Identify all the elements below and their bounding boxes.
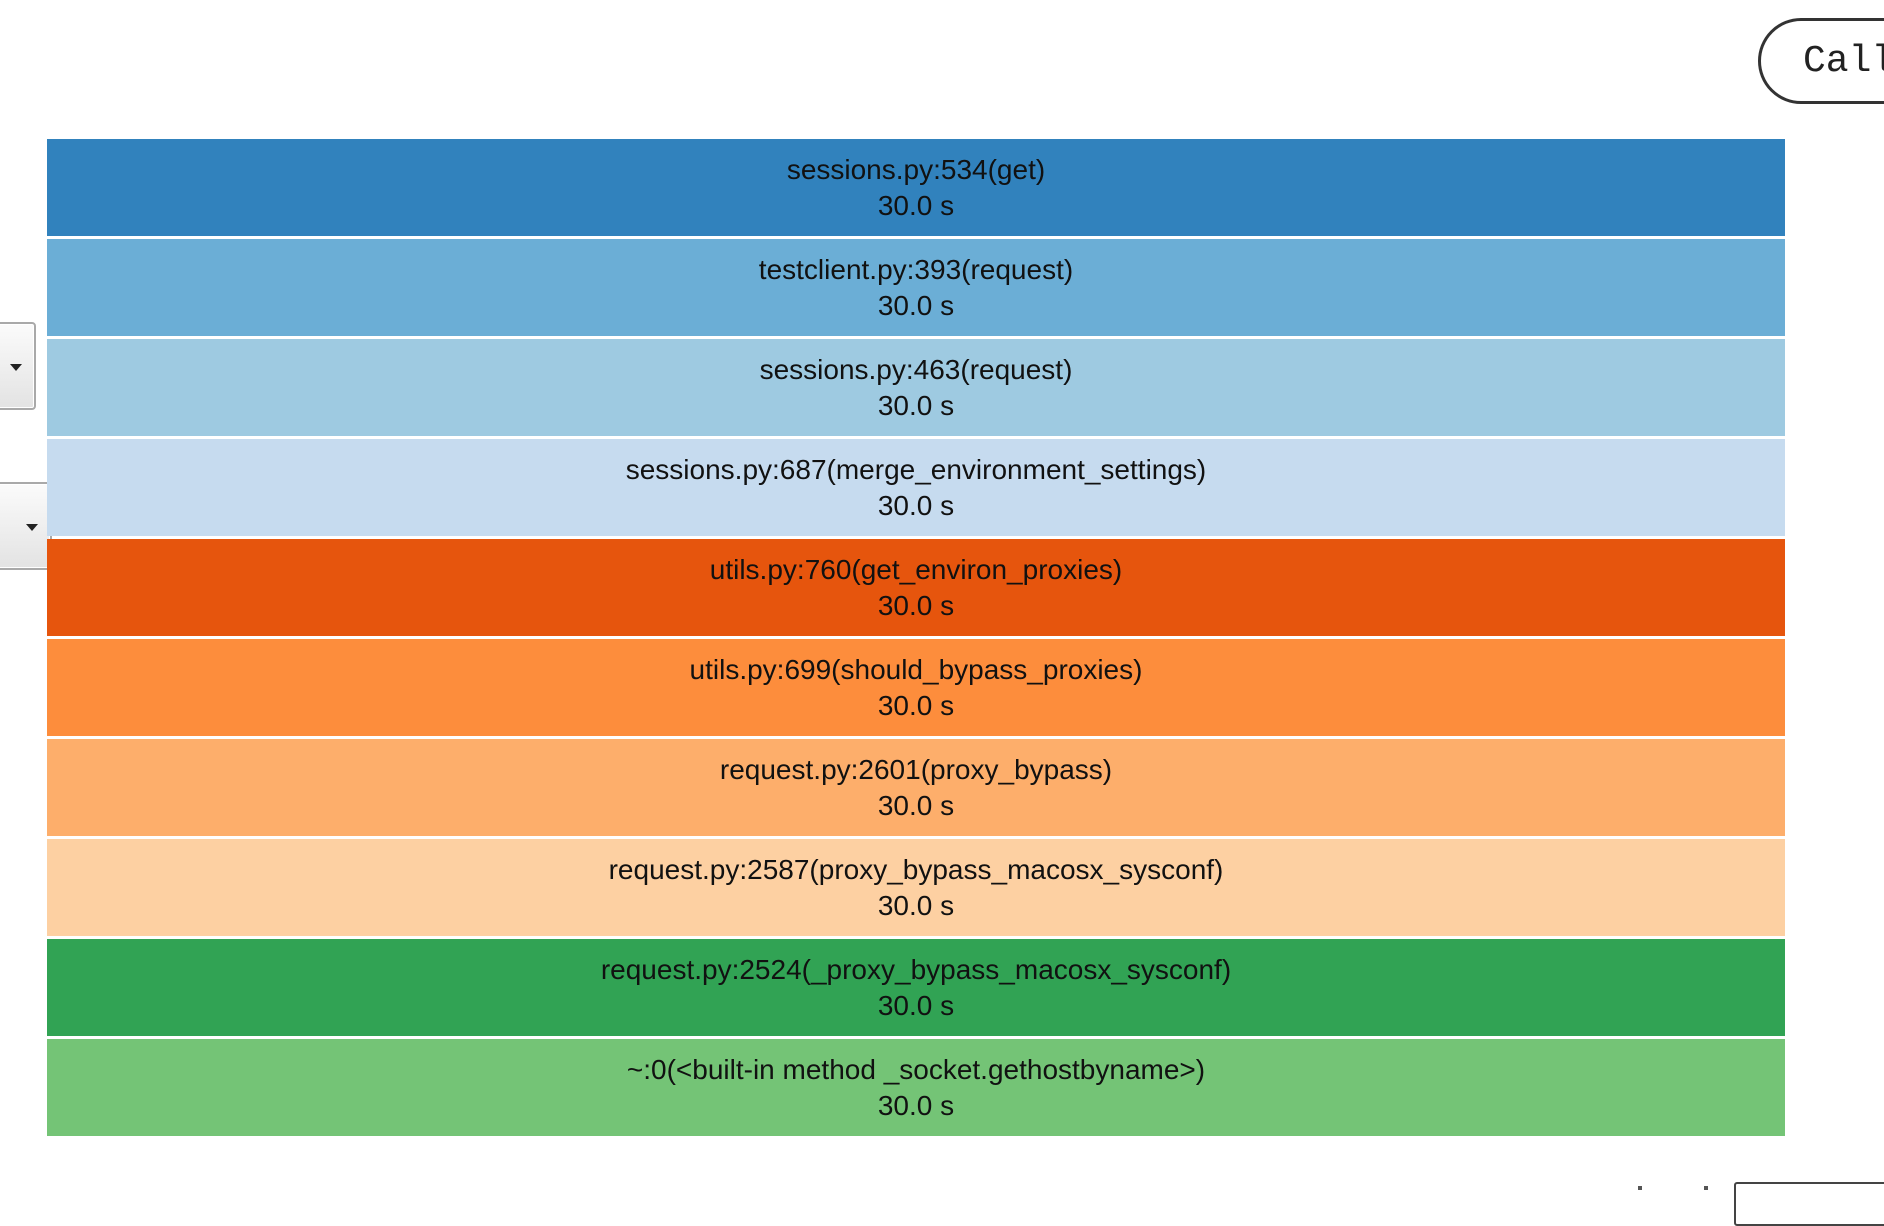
bar-time-label: 30.0 s [877, 689, 955, 721]
bar-function-label: sessions.py:463(request) [759, 353, 1073, 385]
bar-function-label: request.py:2524(_proxy_bypass_macosx_sys… [600, 953, 1232, 985]
bar-time-label: 30.0 s [877, 389, 955, 421]
bar-time-label: 30.0 s [877, 989, 955, 1021]
bar-function-label: utils.py:760(get_environ_proxies) [709, 553, 1123, 585]
bar-time-label: 30.0 s [877, 589, 955, 621]
icicle-bar[interactable]: sessions.py:534(get) 30.0 s [47, 139, 1785, 236]
icicle-bar[interactable]: request.py:2524(_proxy_bypass_macosx_sys… [47, 939, 1785, 1036]
dropdown-select-2[interactable] [0, 482, 52, 570]
tick-mark [1704, 1186, 1708, 1190]
bar-function-label: sessions.py:687(merge_environment_settin… [625, 453, 1207, 485]
call-button[interactable]: Call [1758, 18, 1884, 104]
icicle-chart: sessions.py:534(get) 30.0 s testclient.p… [47, 139, 1785, 1136]
bar-time-label: 30.0 s [877, 889, 955, 921]
dropdown-select-1[interactable] [0, 322, 36, 410]
bar-time-label: 30.0 s [877, 789, 955, 821]
icicle-bar[interactable]: utils.py:699(should_bypass_proxies) 30.0… [47, 639, 1785, 736]
icicle-bar[interactable]: utils.py:760(get_environ_proxies) 30.0 s [47, 539, 1785, 636]
icicle-bar[interactable]: request.py:2587(proxy_bypass_macosx_sysc… [47, 839, 1785, 936]
chevron-down-icon [26, 524, 38, 531]
bar-function-label: utils.py:699(should_bypass_proxies) [689, 653, 1143, 685]
bar-function-label: request.py:2587(proxy_bypass_macosx_sysc… [608, 853, 1224, 885]
bottom-input-box[interactable] [1734, 1182, 1884, 1226]
bar-function-label: testclient.py:393(request) [758, 253, 1074, 285]
icicle-bar[interactable]: ~:0(<built-in method _socket.gethostbyna… [47, 1039, 1785, 1136]
bar-time-label: 30.0 s [877, 289, 955, 321]
icicle-bar[interactable]: request.py:2601(proxy_bypass) 30.0 s [47, 739, 1785, 836]
bar-time-label: 30.0 s [877, 489, 955, 521]
chevron-down-icon [10, 364, 22, 371]
tick-mark [1638, 1186, 1642, 1190]
icicle-bar[interactable]: sessions.py:687(merge_environment_settin… [47, 439, 1785, 536]
bar-function-label: ~:0(<built-in method _socket.gethostbyna… [626, 1053, 1206, 1085]
bar-function-label: sessions.py:534(get) [786, 153, 1046, 185]
call-button-label: Call [1803, 39, 1884, 83]
bar-function-label: request.py:2601(proxy_bypass) [719, 753, 1113, 785]
icicle-bar[interactable]: testclient.py:393(request) 30.0 s [47, 239, 1785, 336]
bar-time-label: 30.0 s [877, 189, 955, 221]
icicle-bar[interactable]: sessions.py:463(request) 30.0 s [47, 339, 1785, 436]
bar-time-label: 30.0 s [877, 1089, 955, 1121]
